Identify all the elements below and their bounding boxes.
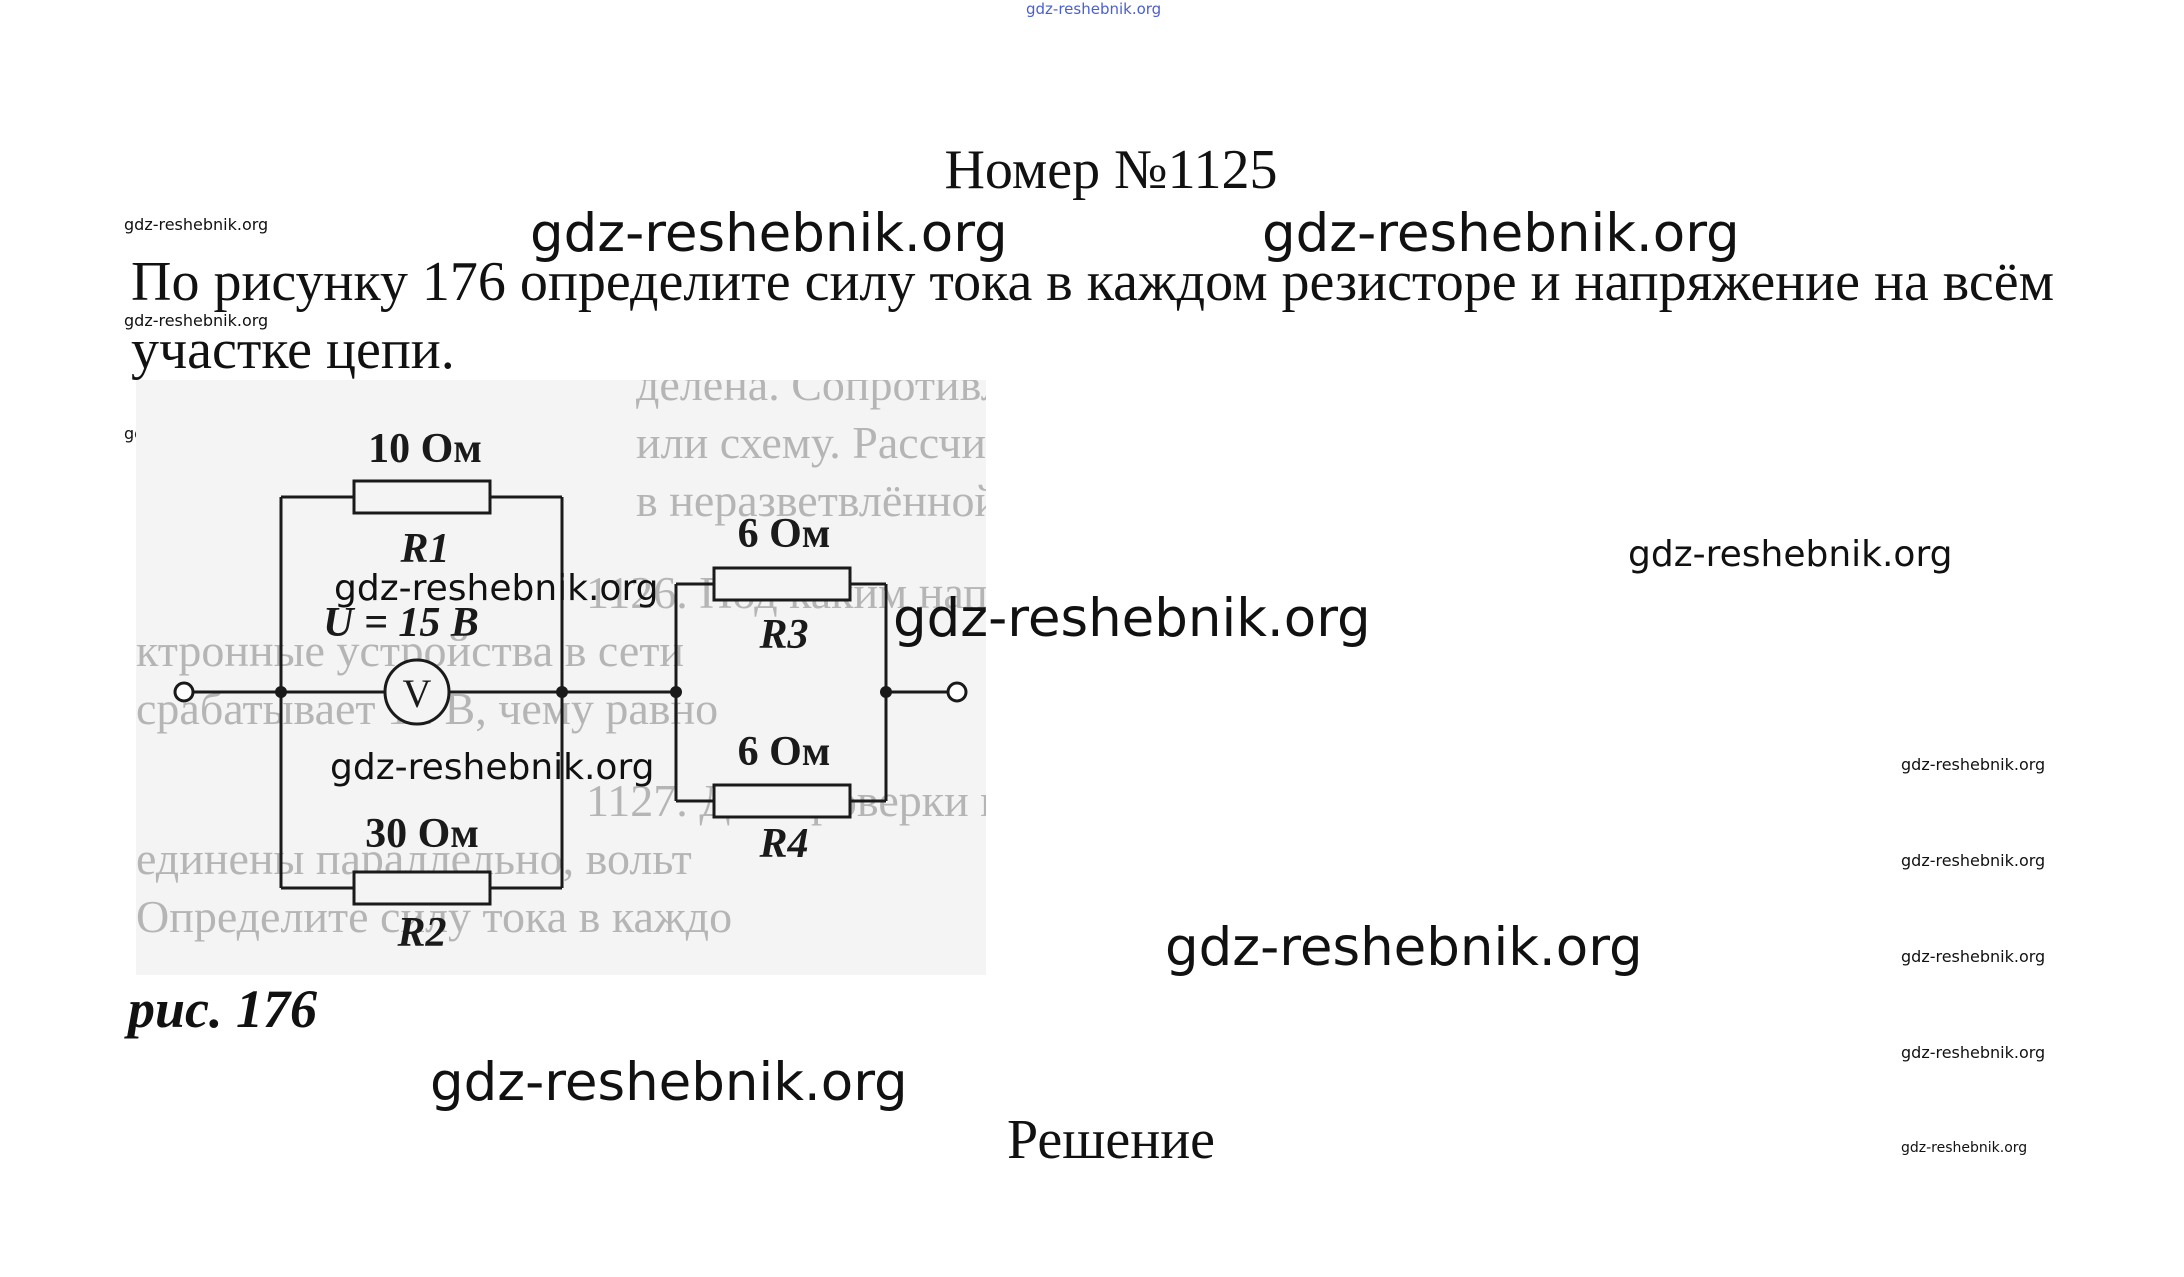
background-line: или схему. Рассчитайте сил [636,417,986,468]
r4-name-label: R4 [758,821,808,867]
watermark: gdz-reshebnik.org [530,203,1008,264]
r3-value-label: 6 Ом [738,511,831,557]
junction-node [556,686,568,698]
watermark: gdz-reshebnik.org [1901,851,2046,870]
watermark: gdz-reshebnik.org [1165,917,1643,978]
watermark: gdz-reshebnik.org [1628,534,1953,575]
r4-value-label: 6 Ом [738,729,831,775]
background-line: делена. Сопротивление ламп [636,380,986,410]
watermark: gdz-reshebnik.org [1901,947,2046,966]
junction-node [670,686,682,698]
voltmeter [383,658,451,726]
resistor-r3 [712,566,852,602]
junction-node [275,686,287,698]
resistor-r2 [352,870,492,906]
voltmeter-symbol: V [403,671,432,716]
top-watermark: gdz-reshebnik.org [1026,0,1162,18]
circuit-figure: делена. Сопротивление ламп или схему. Ра… [136,359,1225,975]
terminal-right [946,681,968,703]
terminal-left [173,681,195,703]
r1-value-label: 10 Ом [368,426,482,472]
watermark: gdz-reshebnik.org [1901,1043,2046,1062]
r3-name-label: R3 [758,612,808,658]
r2-name-label: R2 [396,910,446,956]
watermark: gdz-reshebnik.org [334,568,659,609]
watermark: gdz-reshebnik.org [893,588,1371,649]
voltage-label: U = 15 В [323,600,479,646]
watermark: gdz-reshebnik.org [1901,755,2046,774]
solution-heading: Решение [1006,1109,1216,1171]
watermark: gdz-reshebnik.org [1262,203,1740,264]
resistor-r4 [712,783,852,819]
watermark: gdz-reshebnik.org [124,311,269,330]
watermark: gdz-reshebnik.org [1901,1140,2028,1156]
watermark: gdz-reshebnik.org [330,747,655,788]
r2-value-label: 30 Ом [365,811,479,857]
page-title: Номер №1125 [944,139,1278,201]
figure-caption: рис. 176 [128,979,317,1039]
resistor-r1 [352,479,492,515]
circuit-diagram: делена. Сопротивление ламп или схему. Ра… [136,359,1225,975]
r1-name-label: R1 [399,526,449,572]
watermark: gdz-reshebnik.org [124,215,269,234]
problem-text: По рисунку 176 определите силу тока в ка… [131,251,2055,381]
junction-node [880,686,892,698]
watermark: gdz-reshebnik.org [430,1052,908,1113]
